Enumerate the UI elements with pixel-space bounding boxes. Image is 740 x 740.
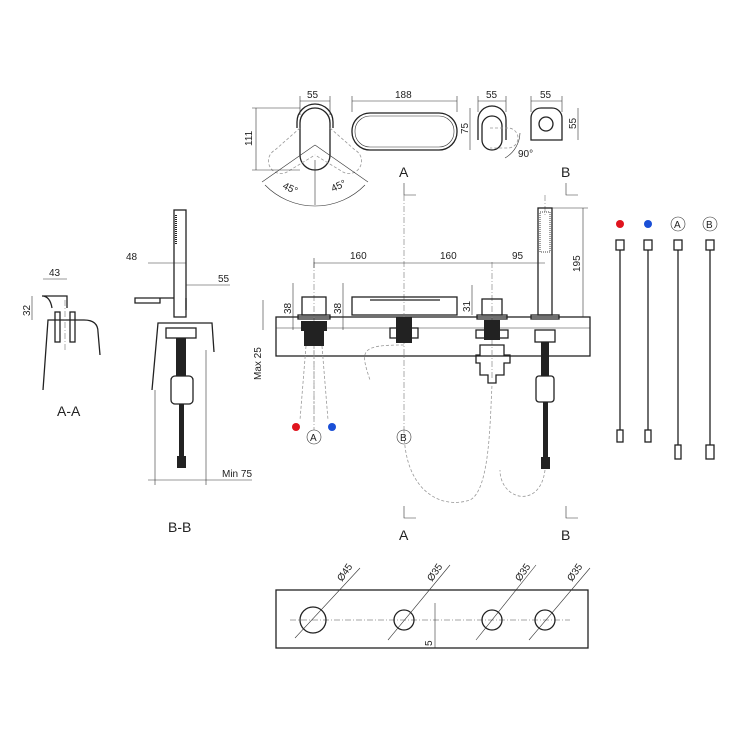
dim-diverter-depth: 75 (460, 122, 471, 134)
angle-left: 45° (281, 181, 299, 197)
section-mark-b-top: B (561, 164, 570, 180)
hot-water-marker (292, 423, 300, 431)
dim-bb-left: 48 (126, 252, 138, 263)
section-bb: 48 55 Min 75 B-B (126, 209, 252, 535)
hole-diameter-3: Ø35 (513, 562, 533, 584)
dim-bb-clearance: Min 75 (222, 469, 252, 480)
section-mark-b-bottom: B (561, 527, 570, 543)
hole-35-2 (475, 564, 537, 641)
front-elevation: 160 160 95 195 38 38 31 Max 25 A B A B (253, 195, 591, 543)
dim-spout-height: 38 (333, 302, 344, 314)
shower-base-top: 55 55 (530, 90, 579, 141)
cutout-plan: Ø45 Ø35 Ø35 Ø35 5 (275, 562, 591, 649)
dim-spacing-1: 160 (350, 251, 367, 262)
diverter-top: 55 75 90° (460, 90, 533, 160)
dim-aa-height: 32 (22, 304, 33, 316)
hose-b-label: B (400, 433, 407, 444)
section-mark-a-bottom: A (399, 527, 409, 543)
hose-b-legend: B (706, 220, 713, 231)
dim-handle-depth: 111 (244, 130, 255, 146)
dim-shower-height: 195 (572, 255, 583, 272)
dim-base-depth: 55 (568, 117, 579, 129)
hoses-legend: A B (615, 216, 718, 460)
hole-diameter-2: Ø35 (425, 562, 445, 584)
deck-plate (275, 316, 591, 357)
angle-diverter: 90° (518, 149, 533, 160)
section-aa-title: A-A (57, 403, 81, 419)
hole-diameter-4: Ø35 (565, 562, 585, 584)
cold-water-marker (328, 423, 336, 431)
dim-offset: 5 (424, 640, 435, 646)
hole-35-1 (387, 564, 451, 641)
dim-diverter-width: 55 (486, 90, 498, 101)
dim-handle-width: 55 (307, 90, 319, 101)
hot-hose-marker (616, 220, 624, 228)
section-aa: 43 32 A-A (22, 268, 101, 419)
section-bb-title: B-B (168, 519, 191, 535)
hole-diameter-1: Ø45 (335, 562, 355, 584)
spout-top: 188 (351, 90, 458, 151)
hole-35-3 (528, 567, 591, 641)
dim-spacing-3: 95 (512, 251, 524, 262)
hose-a-label: A (310, 433, 317, 444)
dim-base-width: 55 (540, 90, 552, 101)
dim-aa-width: 43 (49, 268, 61, 279)
angle-right: 45° (330, 178, 348, 194)
cold-hose-marker (644, 220, 652, 228)
dim-spout-width: 188 (395, 90, 412, 101)
handle-top: 55 111 45° 45° (244, 90, 369, 207)
hose-a-legend: A (674, 220, 681, 231)
hole-45 (294, 567, 361, 639)
section-mark-a-top: A (399, 164, 409, 180)
top-view: 55 111 45° 45° 188 55 75 90° (244, 90, 579, 207)
dim-spacing-2: 160 (440, 251, 457, 262)
dim-handle-height: 38 (283, 302, 294, 314)
dim-diverter-height: 31 (462, 300, 473, 312)
dim-deck-thickness: Max 25 (253, 347, 264, 380)
dim-bb-right: 55 (218, 274, 230, 285)
